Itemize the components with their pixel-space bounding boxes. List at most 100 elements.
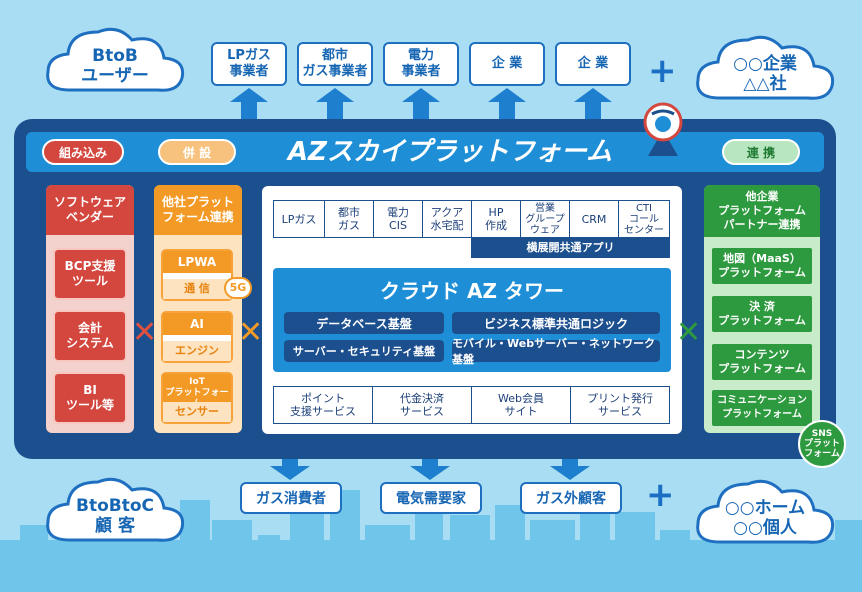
accounting-system-box: 会計 システム [53, 310, 127, 362]
arrow-up-icon [488, 88, 526, 122]
box-line: コンテンツ [735, 348, 790, 362]
cell-line: 代金決済 [400, 392, 444, 405]
cell-line: 都市 [338, 206, 360, 219]
cell-line: プリント発行 [587, 392, 653, 405]
cell-line: 支援サービス [290, 405, 356, 418]
header-line: 他社プラット [162, 195, 234, 210]
map-maas-box: 地図（MaaS）プラットフォーム [710, 246, 814, 286]
ai-box: AI エンジン [161, 311, 233, 363]
cloud-line-2: △△社 [690, 74, 840, 94]
cloud-line-2: ○○個人 [690, 518, 840, 538]
arrow-up-icon [230, 88, 268, 122]
cross-link-icon: ✕ [238, 318, 263, 348]
plus-icon: + [648, 54, 677, 88]
lpwa-box: LPWA 通 信 [161, 249, 233, 301]
cloud-line-2: 顧 客 [40, 516, 190, 536]
cell-line: コール [629, 214, 659, 225]
partner-header: 他企業 プラットフォーム パートナー連携 [704, 185, 820, 237]
box-line: 会計 [78, 321, 102, 336]
service-cell: Web会員サイト [471, 386, 571, 424]
box-line: プラットフォーム [718, 362, 806, 376]
cell-line: ウェア [530, 225, 560, 236]
company-cloud: ○○企業 △△社 [690, 28, 840, 108]
ai-label: AI [163, 313, 231, 335]
box-line: コミュニケーション [717, 394, 807, 408]
5g-badge: 5G [224, 277, 252, 299]
app-cell: 営業グループウェア [520, 200, 570, 238]
arrow-up-icon [402, 88, 440, 122]
box-line: プラットフォーム [718, 266, 806, 280]
header-line: ソフトウェア [54, 195, 126, 210]
common-app-bar: 横展開共通アプリ [471, 238, 670, 258]
cell-line: 電力 [387, 206, 409, 219]
cell-line: Web会員 [498, 392, 544, 405]
software-vendor-header: ソフトウェア ベンダー [46, 185, 134, 235]
sensor-label: センサー [163, 402, 231, 422]
arrow-up-icon [316, 88, 354, 122]
badge-line: フォーム [804, 449, 840, 459]
bi-tool-box: BI ツール等 [53, 372, 127, 424]
cell-line: CRM [582, 213, 607, 226]
app-cell: アクア水宅配 [422, 200, 472, 238]
header-line: ベンダー [66, 210, 114, 225]
home-person-cloud: ○○ホーム ○○個人 [690, 472, 840, 552]
cross-link-icon: ✕ [676, 318, 701, 348]
az-logo-icon [638, 94, 688, 158]
contents-box: コンテンツプラットフォーム [710, 342, 814, 382]
lpwa-label: LPWA [163, 251, 231, 273]
database-module: データベース基盤 [284, 312, 444, 334]
cell-line: グループ [525, 214, 564, 225]
cell-line: HP [489, 206, 504, 219]
box-line: ツール [72, 274, 108, 289]
cell-line: LPガス [282, 213, 317, 226]
badge-line: プラット [804, 439, 840, 449]
cell-line: CIS [389, 219, 407, 232]
service-cell: 代金決済サービス [372, 386, 472, 424]
gas-consumer-box: ガス消費者 [240, 482, 342, 514]
box-line: ツール等 [66, 398, 114, 413]
cloud-tower-title: クラウド AZ タワー [273, 277, 671, 305]
bcp-tool-box: BCP支援 ツール [53, 248, 127, 300]
badge-line: SNS [812, 429, 833, 439]
cell-line: センター [624, 225, 664, 236]
arrow-up-icon [574, 88, 612, 122]
plus-icon: + [646, 478, 675, 512]
box-line: プラットフォーム [718, 314, 806, 328]
app-cell: 電力CIS [373, 200, 423, 238]
cell-line: サービス [400, 405, 444, 418]
cloud-line-1: ○○企業 [690, 54, 840, 74]
app-cell: 都市ガス [324, 200, 374, 238]
box-line: BCP支援 [65, 259, 116, 274]
cell-line: サイト [505, 405, 538, 418]
header-line: プラットフォーム [718, 204, 806, 218]
communication-box: コミュニケーションプラットフォーム [710, 388, 814, 428]
iot-platform-label: IoT プラットフォーム [163, 374, 231, 404]
app-cell: LPガス [273, 200, 325, 238]
non-gas-customer-box: ガス外顧客 [520, 482, 622, 514]
power-customer-box: 電気需要家 [380, 482, 482, 514]
box-line: BI [83, 383, 97, 398]
header-line: フォーム連携 [162, 210, 234, 225]
platform-title: AZスカイプラットフォーム [270, 136, 630, 168]
cloud-line-1: ○○ホーム [690, 498, 840, 518]
header-line: パートナー連携 [724, 218, 801, 232]
network-module: モバイル・Webサーバー・ネットワーク基盤 [452, 340, 660, 362]
header-line: 他企業 [746, 190, 779, 204]
btobtoc-cloud: BtoBtoC 顧 客 [40, 470, 190, 550]
cell-line: サービス [598, 405, 642, 418]
app-cell: CRM [569, 200, 619, 238]
cell-line: 水宅配 [431, 219, 464, 232]
engine-label: エンジン [163, 341, 231, 361]
box-line: システム [66, 336, 114, 351]
payment-box: 決 済プラットフォーム [710, 294, 814, 334]
other-platform-header: 他社プラット フォーム連携 [154, 185, 242, 235]
box-line: 地図（MaaS） [723, 252, 801, 266]
iot-box: IoT プラットフォーム センサー [161, 372, 233, 424]
service-cell: プリント発行サービス [570, 386, 670, 424]
embedded-pill: 組み込み [42, 139, 124, 165]
cell-line: CTI [636, 203, 652, 214]
cell-line: アクア [431, 206, 463, 219]
box-line: プラットフォーム [722, 408, 802, 422]
